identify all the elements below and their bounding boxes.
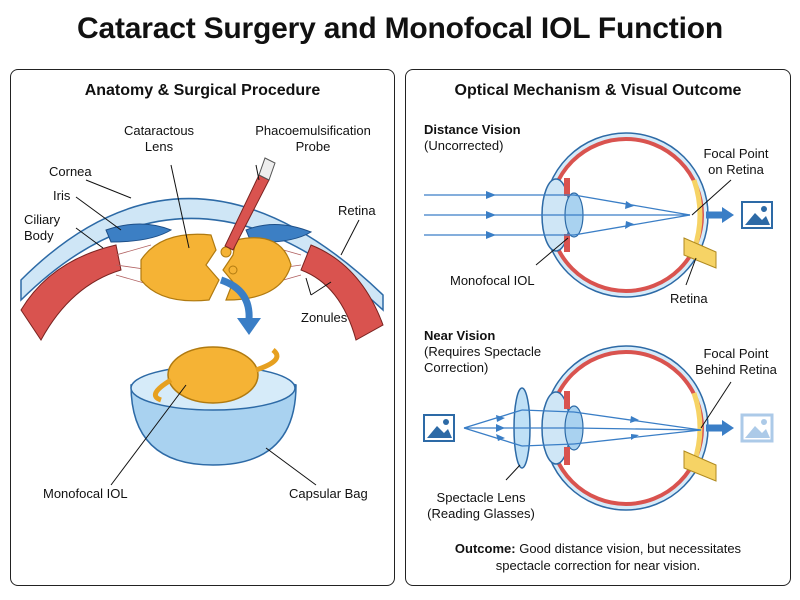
optics-illustration [423, 132, 774, 511]
near-sub-line2: Correction) [424, 360, 489, 375]
cataract-lens-left [140, 233, 220, 302]
ciliary-body-right [300, 244, 384, 341]
outcome-text-1: Good distance vision, but necessitates [515, 541, 742, 556]
focal-behind-line2: Behind Retina [695, 362, 777, 377]
near-eye [541, 345, 717, 511]
label-spectacle-lens: Spectacle Lens (Reading Glasses) [416, 490, 546, 522]
label-cataractous-lens-line2: Lens [144, 139, 174, 154]
ciliary-body-left [20, 244, 122, 341]
label-zonules: Zonules [301, 310, 348, 325]
blurry-image-icon [740, 413, 774, 443]
anatomy-illustration [20, 157, 384, 486]
source-image-icon [423, 414, 455, 442]
iol-haptic-right [255, 348, 280, 373]
label-ciliary-line2: Body [24, 228, 54, 243]
iol-haptic-left [152, 377, 173, 403]
distance-vision-heading: Distance Vision (Uncorrected) [424, 122, 521, 154]
label-phaco-probe-line1: Phacoemulsification [255, 123, 371, 138]
anatomy-panel-title: Anatomy & Surgical Procedure [84, 82, 321, 99]
outcome-label: Outcome: [454, 541, 516, 556]
page-title: Cataract Surgery and Monofocal IOL Funct… [77, 12, 723, 45]
label-cornea: Cornea [49, 164, 92, 179]
clear-image-icon [741, 201, 773, 229]
label-cataractous-lens-line1: Cataractous [123, 123, 195, 138]
monofocal-iol-optic [167, 346, 259, 404]
distance-sub-text: (Uncorrected) [424, 138, 504, 153]
label-iris: Iris [53, 188, 71, 203]
focal-behind-line1: Focal Point [703, 346, 769, 361]
outcome-statement: Outcome: Good distance vision, but neces… [406, 540, 790, 574]
optics-panel: Optical Mechanism & Visual Outcome [405, 69, 791, 586]
focal-on-retina-line2: on Retina [708, 162, 764, 177]
outcome-line2: spectacle correction for near vision. [495, 558, 701, 573]
focal-on-retina-line1: Focal Point [703, 146, 769, 161]
label-capsular-bag: Capsular Bag [289, 486, 368, 501]
iris-left [105, 223, 173, 243]
near-heading-text: Near Vision [424, 328, 496, 343]
label-ciliary-body: Ciliary Body [24, 212, 60, 244]
label-phaco-probe: Phacoemulsification Probe [243, 123, 383, 155]
cataract-lens-right [222, 237, 292, 301]
near-sub-line1: (Requires Spectacle [424, 344, 542, 359]
label-monofocal-iol-left: Monofocal IOL [43, 486, 128, 501]
anatomy-panel: Anatomy & Surgical Procedure [10, 69, 395, 586]
label-focal-on-retina: Focal Point on Retina [686, 146, 786, 178]
distance-heading-text: Distance Vision [424, 122, 521, 137]
near-vision-heading: Near Vision (Requires Spectacle Correcti… [424, 328, 541, 376]
label-cataractous-lens: Cataractous Lens [109, 123, 209, 155]
spectacle-lens-line2: (Reading Glasses) [427, 506, 535, 521]
near-rays [463, 409, 702, 447]
outcome-line1: Outcome: Good distance vision, but neces… [406, 540, 790, 557]
label-monofocal-iol-right: Monofocal IOL [450, 273, 535, 288]
label-retina-right: Retina [670, 291, 708, 306]
label-phaco-probe-line2: Probe [295, 139, 331, 154]
procedure-arrow [219, 276, 253, 321]
label-focal-behind-retina: Focal Point Behind Retina [686, 346, 786, 378]
spectacle-lens-line1: Spectacle Lens [436, 490, 526, 505]
label-retina-left: Retina [338, 203, 376, 218]
label-ciliary-line1: Ciliary [24, 212, 61, 227]
optics-panel-title: Optical Mechanism & Visual Outcome [454, 82, 742, 99]
